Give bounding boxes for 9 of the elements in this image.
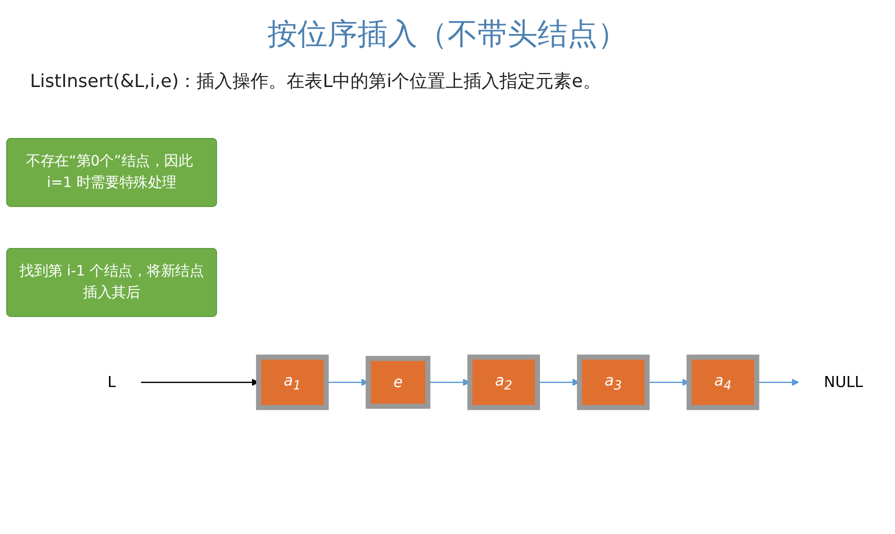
title: 按位序插入（不带头结点） [266,16,628,54]
node-box: a$_{4}$ [686,354,760,410]
operation-description: ListInsert(&L,i,e)：插入操作。在表L中的第i个位置上插入指定元素e。 [30,70,602,93]
node-box: e [366,356,430,409]
node-text: NULL [824,374,864,392]
node-box: a$_{1}$ [256,354,329,410]
node-box: a$_{3}$ [576,354,650,410]
node-text: L [107,374,116,392]
node-box: a$_{2}$ [467,354,540,410]
